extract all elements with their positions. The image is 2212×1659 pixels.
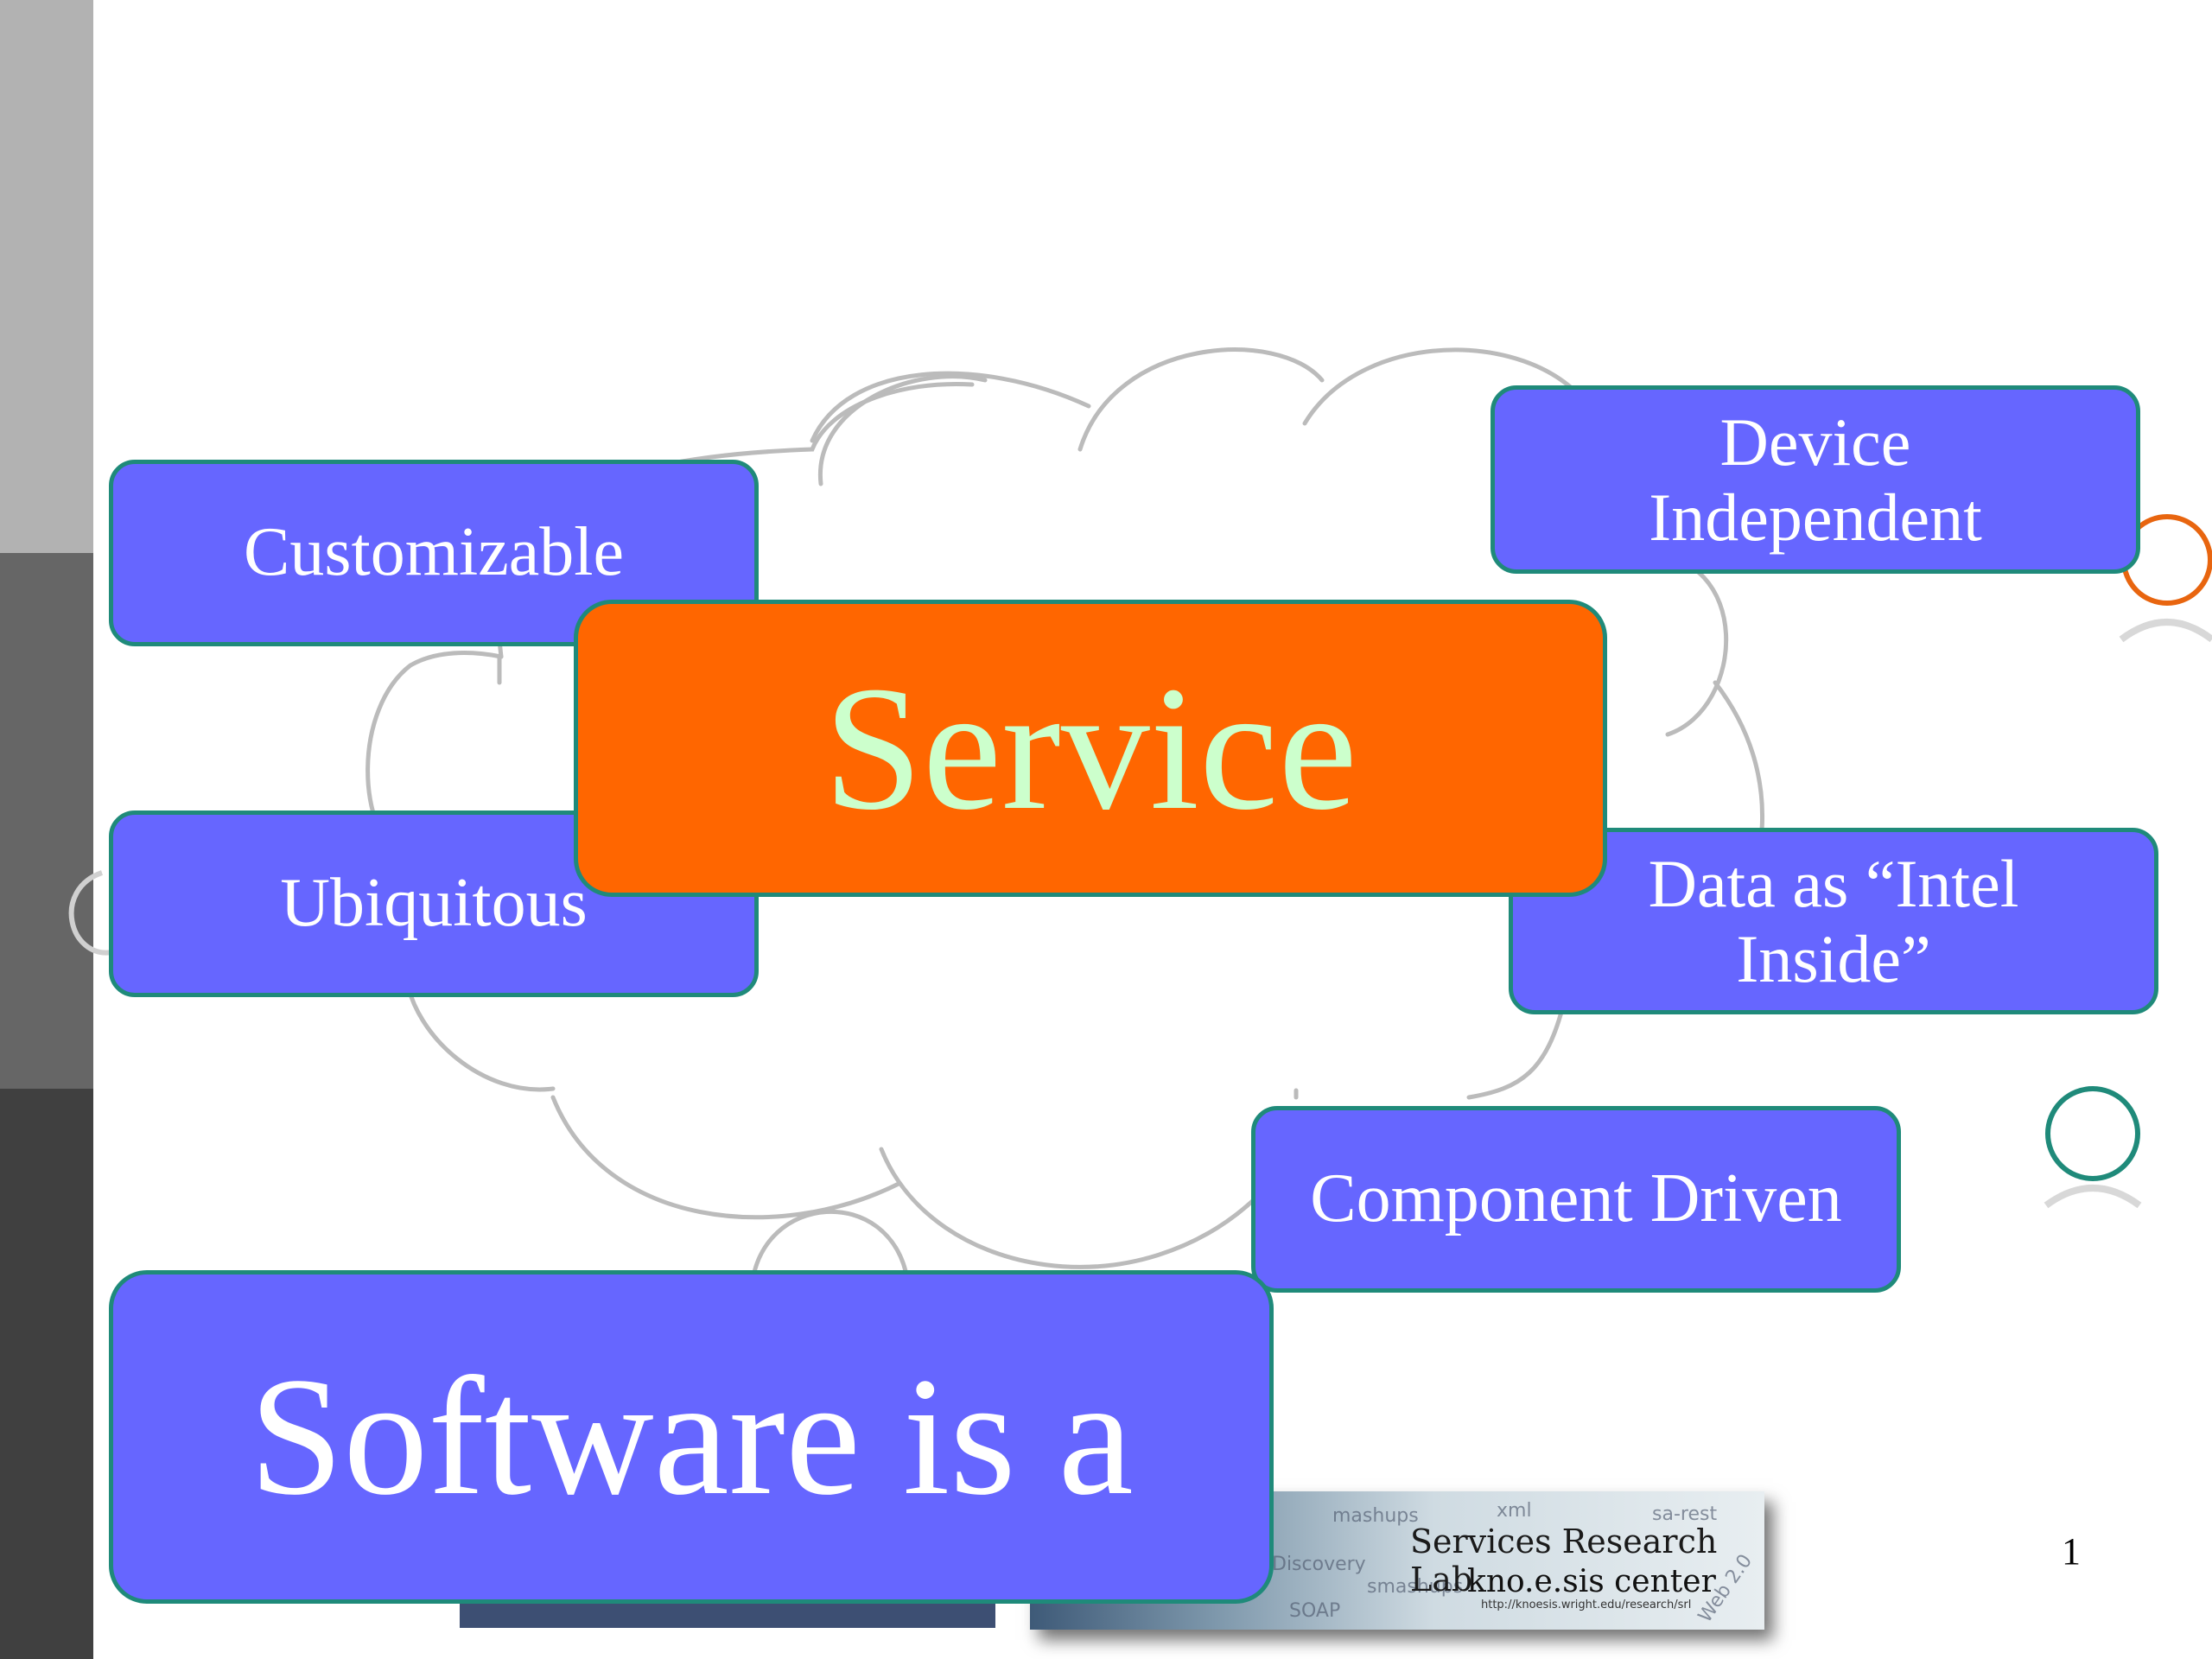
- device-independent-label-line2: Independent: [1649, 480, 1982, 555]
- logo-bg-word: xml: [1497, 1500, 1532, 1522]
- data-intel-inside-box: Data as “Intel Inside”: [1509, 828, 2158, 1014]
- sidebar-bands: [0, 0, 93, 1659]
- component-driven-label: Component Driven: [1310, 1160, 1842, 1237]
- customizable-label: Customizable: [244, 514, 624, 591]
- software-is-a-label: Software is a: [249, 1343, 1134, 1531]
- logo-bg-word: sa-rest: [1652, 1503, 1718, 1525]
- lab-url: http://knoesis.wright.edu/research/srl: [1481, 1599, 1692, 1611]
- device-independent-box: Device Independent: [1491, 385, 2140, 574]
- logo-bg-word: smashups: [1367, 1576, 1464, 1598]
- software-is-a-box: Software is a: [109, 1270, 1274, 1604]
- cloud-outline: [365, 347, 1765, 1290]
- service-label: Service: [823, 649, 1357, 847]
- sidebar-band-light: [0, 0, 93, 553]
- component-driven-box: Component Driven: [1251, 1106, 1901, 1293]
- logo-bg-word: SOAP: [1289, 1600, 1341, 1622]
- center-name: kno.e.sis center: [1467, 1564, 1716, 1599]
- page-number: 1: [2062, 1530, 2081, 1573]
- data-intel-inside-label-line1: Data as “Intel: [1648, 845, 2019, 921]
- sidebar-band-dark: [0, 1089, 93, 1659]
- logo-bg-word: Discovery: [1272, 1554, 1366, 1575]
- ubiquitous-label: Ubiquitous: [280, 865, 588, 942]
- logo-bg-word: mashups: [1332, 1505, 1419, 1527]
- device-independent-label-line1: Device: [1719, 404, 1911, 480]
- sidebar-band-mid: [0, 553, 93, 1089]
- service-box: Service: [574, 600, 1607, 897]
- lab-name: Services Research Lab: [1410, 1522, 1718, 1599]
- data-intel-inside-label-line2: Inside”: [1736, 921, 1931, 996]
